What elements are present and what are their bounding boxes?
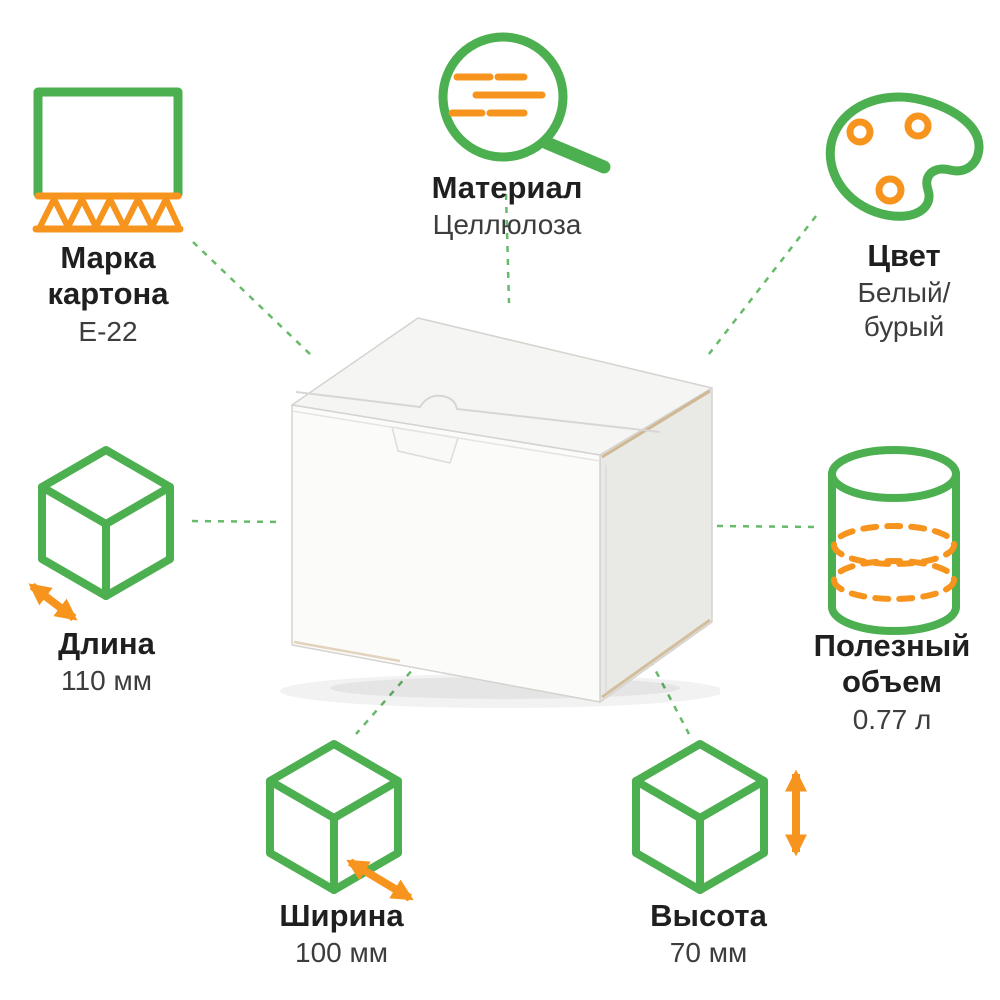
connector-color [708, 215, 817, 355]
feature-length-label: Длина [58, 626, 155, 661]
feature-length-value: 110 мм [61, 665, 152, 697]
feature-volume-value: 0.77 л [852, 703, 932, 735]
feature-material-text: Материал Целлюлоза [372, 170, 642, 242]
feature-grade-text: Марка картона Е-22 [8, 240, 208, 349]
feature-length-text: Длина 110 мм [4, 626, 209, 698]
connector-volume [716, 524, 817, 529]
feature-material-label: Материал [431, 170, 583, 205]
feature-grade-value: Е-22 [78, 315, 138, 347]
cylinder-volume-icon [822, 442, 972, 642]
palette-icon [822, 88, 987, 233]
feature-width-value: 100 мм [295, 937, 388, 969]
feature-height-value: 70 мм [669, 937, 748, 969]
connector-material [504, 193, 511, 304]
cube-height-arrow-icon [622, 732, 817, 907]
magnifier-fibers-icon [432, 25, 617, 175]
product-photo-box [280, 317, 720, 708]
cube-width-arrow-icon [250, 732, 430, 912]
feature-color-text: Цвет Белый/ бурый [818, 238, 990, 345]
connector-length [191, 519, 284, 524]
feature-height-label: Высота [650, 898, 767, 933]
feature-volume-label: Полезный объем [813, 628, 971, 700]
connector-grade [192, 241, 313, 357]
feature-height-text: Высота 70 мм [606, 898, 811, 970]
feature-width-label: Ширина [279, 898, 404, 933]
cube-length-arrow-icon [18, 438, 188, 628]
feature-volume-text: Полезный объем 0.77 л [782, 628, 1000, 737]
feature-width-text: Ширина 100 мм [234, 898, 449, 970]
feature-material-value: Целлюлоза [432, 209, 582, 241]
corrugated-cardboard-icon [28, 82, 188, 237]
feature-color-value: Белый/ бурый [857, 277, 951, 343]
feature-grade-label: Марка картона [47, 240, 169, 312]
connector-height [648, 659, 691, 735]
feature-color-label: Цвет [867, 238, 941, 273]
